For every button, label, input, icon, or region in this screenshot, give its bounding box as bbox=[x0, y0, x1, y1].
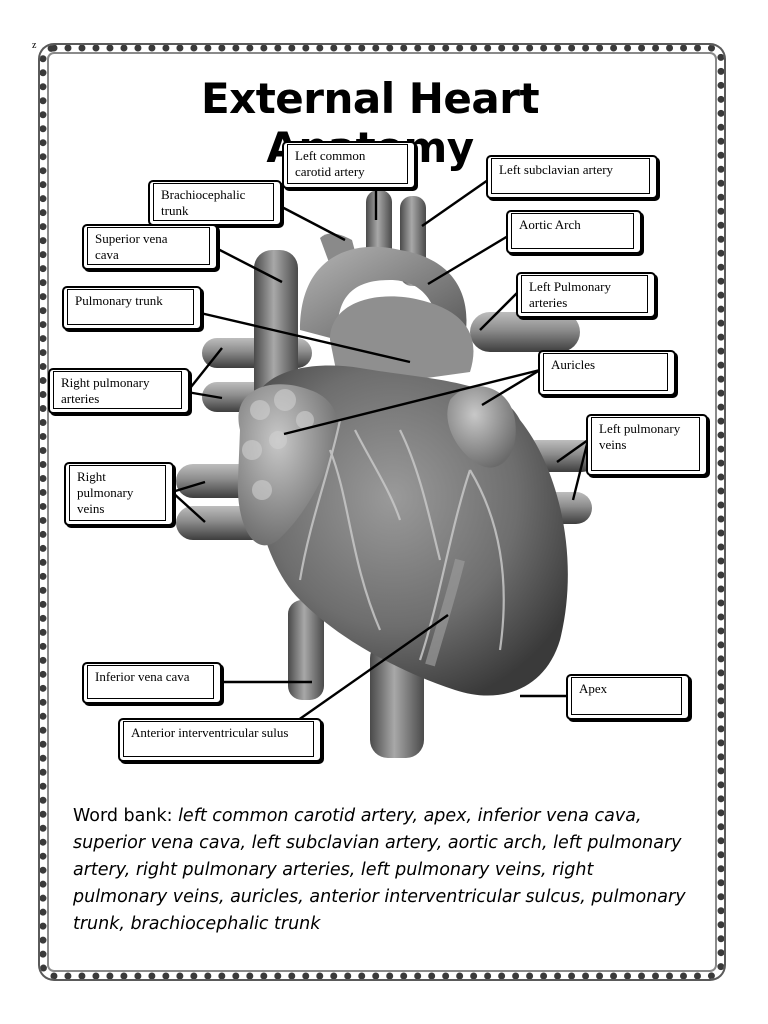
label-left-subclavian-artery: Left subclavian artery bbox=[486, 155, 658, 199]
label-left-pulmonary-arteries: Left Pulmonary arteries bbox=[516, 272, 656, 318]
label-text: Pulmonary trunk bbox=[67, 289, 194, 325]
label-text: Anterior interventricular sulus bbox=[123, 721, 314, 757]
label-text: Left subclavian artery bbox=[491, 158, 650, 194]
label-anterior-interventricular-sulus: Anterior interventricular sulus bbox=[118, 718, 322, 762]
label-brachiocephalic-trunk: Brachiocephalic trunk bbox=[148, 180, 282, 226]
label-left-common-carotid-artery: Left common carotid artery bbox=[282, 141, 416, 189]
leader-lines bbox=[171, 179, 590, 731]
label-text: Apex bbox=[571, 677, 682, 715]
left-auricle-shape bbox=[447, 386, 516, 468]
label-text: Right pulmonary arteries bbox=[53, 371, 182, 409]
word-bank: Word bank: left common carotid artery, a… bbox=[73, 803, 693, 938]
label-left-pulmonary-veins: Left pulmonary veins bbox=[586, 414, 708, 476]
right-auricle-shape bbox=[237, 384, 339, 546]
label-text: Brachiocephalic trunk bbox=[153, 183, 274, 221]
label-inferior-vena-cava: Inferior vena cava bbox=[82, 662, 222, 704]
label-aortic-arch: Aortic Arch bbox=[506, 210, 642, 254]
word-bank-heading: Word bank: bbox=[73, 806, 179, 826]
label-text: Aortic Arch bbox=[511, 213, 634, 249]
corner-mark: z bbox=[32, 40, 37, 51]
label-text: Right pulmonary veins bbox=[69, 465, 166, 521]
label-text: Auricles bbox=[543, 353, 668, 391]
label-superior-vena-cava: Superior vena cava bbox=[82, 224, 218, 270]
label-text: Superior vena cava bbox=[87, 227, 210, 265]
label-text: Left common carotid artery bbox=[287, 144, 408, 184]
label-text: Inferior vena cava bbox=[87, 665, 214, 699]
label-right-pulmonary-veins: Right pulmonary veins bbox=[64, 462, 174, 526]
label-auricles: Auricles bbox=[538, 350, 676, 396]
aortic-arch-shape bbox=[300, 246, 467, 345]
label-pulmonary-trunk: Pulmonary trunk bbox=[62, 286, 202, 330]
label-apex: Apex bbox=[566, 674, 690, 720]
page-border bbox=[40, 45, 724, 979]
label-text: Left Pulmonary arteries bbox=[521, 275, 648, 313]
label-right-pulmonary-arteries: Right pulmonary arteries bbox=[48, 368, 190, 414]
word-bank-terms: left common carotid artery, apex, inferi… bbox=[73, 806, 686, 934]
label-text: Left pulmonary veins bbox=[591, 417, 700, 471]
inferior-vena-cava-shape bbox=[288, 600, 324, 700]
